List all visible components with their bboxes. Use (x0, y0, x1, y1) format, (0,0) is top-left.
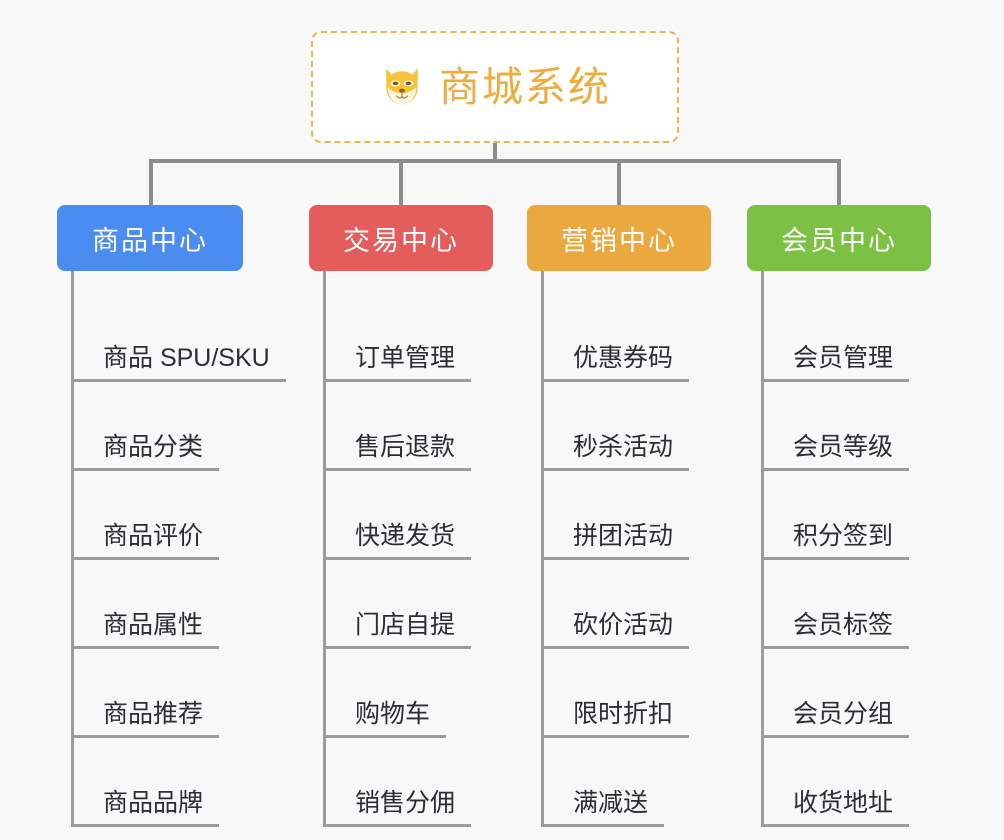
leaf-item[interactable]: 商品评价 (74, 471, 243, 560)
leaf-item[interactable]: 销售分佣 (326, 738, 493, 827)
leaf-label: 会员分组 (793, 700, 910, 738)
connector-drop-2 (399, 159, 403, 205)
leaf-item[interactable]: 积分签到 (764, 471, 931, 560)
connector-drop-1 (149, 159, 153, 205)
root-title: 商城系统 (439, 63, 611, 110)
leaf-label: 销售分佣 (355, 789, 472, 827)
leaf-item[interactable]: 商品分类 (74, 382, 243, 471)
leaf-list-3: 优惠券码 秒杀活动 拼团活动 砍价活动 限时折扣 满减送 (541, 271, 711, 827)
connector-drop-4 (837, 159, 841, 205)
leaf-item[interactable]: 商品品牌 (74, 738, 243, 827)
leaf-item[interactable]: 商品 SPU/SKU (74, 293, 286, 382)
leaf-label: 砍价活动 (573, 611, 690, 649)
leaf-label: 会员管理 (793, 344, 910, 382)
leaf-label: 收货地址 (793, 789, 910, 827)
leaf-item[interactable]: 砍价活动 (544, 560, 711, 649)
leaf-item[interactable]: 拼团活动 (544, 471, 711, 560)
leaf-label: 商品属性 (103, 611, 220, 649)
leaf-label: 门店自提 (355, 611, 472, 649)
leaf-label: 商品推荐 (103, 700, 220, 738)
leaf-item[interactable]: 商品属性 (74, 560, 243, 649)
leaf-label: 订单管理 (355, 344, 472, 382)
leaf-item[interactable]: 会员管理 (764, 293, 931, 382)
branch-header-label: 交易中心 (343, 225, 459, 256)
branch-header-4[interactable]: 会员中心 (747, 205, 931, 271)
connector-bus (149, 159, 841, 163)
connector-drop-3 (617, 159, 621, 205)
leaf-label: 限时折扣 (573, 700, 690, 738)
leaf-label: 商品分类 (103, 433, 220, 471)
leaf-label: 满减送 (573, 789, 665, 827)
leaf-item[interactable]: 收货地址 (764, 738, 931, 827)
leaf-label: 购物车 (355, 700, 447, 738)
leaf-label: 优惠券码 (573, 344, 690, 382)
leaf-item[interactable]: 会员标签 (764, 560, 931, 649)
branch-column-3: 营销中心 优惠券码 秒杀活动 拼团活动 砍价活动 限时折扣 满减送 (527, 205, 711, 827)
root-node[interactable]: 商城系统 (311, 31, 679, 143)
branch-header-label: 营销中心 (561, 225, 677, 256)
leaf-item[interactable]: 秒杀活动 (544, 382, 711, 471)
leaf-label: 会员标签 (793, 611, 910, 649)
leaf-list-2: 订单管理 售后退款 快递发货 门店自提 购物车 销售分佣 (323, 271, 493, 827)
shiba-dog-face-icon (386, 68, 418, 105)
branch-header-1[interactable]: 商品中心 (57, 205, 243, 271)
branch-column-1: 商品中心 商品 SPU/SKU 商品分类 商品评价 商品属性 商品推荐 商品品牌 (57, 205, 286, 827)
leaf-label: 商品 SPU/SKU (103, 344, 286, 382)
connector-root-stem (493, 143, 497, 163)
leaf-list-1: 商品 SPU/SKU 商品分类 商品评价 商品属性 商品推荐 商品品牌 (71, 271, 286, 827)
leaf-item[interactable]: 限时折扣 (544, 649, 711, 738)
branch-column-2: 交易中心 订单管理 售后退款 快递发货 门店自提 购物车 销售分佣 (309, 205, 493, 827)
leaf-item[interactable]: 会员分组 (764, 649, 931, 738)
leaf-label: 商品品牌 (103, 789, 220, 827)
leaf-item[interactable]: 优惠券码 (544, 293, 711, 382)
branch-header-3[interactable]: 营销中心 (527, 205, 711, 271)
leaf-item[interactable]: 售后退款 (326, 382, 493, 471)
leaf-label: 秒杀活动 (573, 433, 690, 471)
leaf-label: 商品评价 (103, 522, 220, 560)
leaf-item[interactable]: 门店自提 (326, 560, 493, 649)
leaf-label: 积分签到 (793, 522, 910, 560)
leaf-label: 会员等级 (793, 433, 910, 471)
branch-header-label: 会员中心 (781, 225, 897, 256)
leaf-label: 快递发货 (355, 522, 472, 560)
leaf-label: 拼团活动 (573, 522, 690, 560)
branch-header-label: 商品中心 (92, 225, 208, 256)
leaf-item[interactable]: 购物车 (326, 649, 493, 738)
leaf-label: 售后退款 (355, 433, 472, 471)
leaf-item[interactable]: 会员等级 (764, 382, 931, 471)
leaf-item[interactable]: 订单管理 (326, 293, 493, 382)
leaf-item[interactable]: 满减送 (544, 738, 711, 827)
leaf-item[interactable]: 快递发货 (326, 471, 493, 560)
leaf-list-4: 会员管理 会员等级 积分签到 会员标签 会员分组 收货地址 (761, 271, 931, 827)
leaf-item[interactable]: 商品推荐 (74, 649, 243, 738)
branch-column-4: 会员中心 会员管理 会员等级 积分签到 会员标签 会员分组 收货地址 (747, 205, 931, 827)
branch-header-2[interactable]: 交易中心 (309, 205, 493, 271)
